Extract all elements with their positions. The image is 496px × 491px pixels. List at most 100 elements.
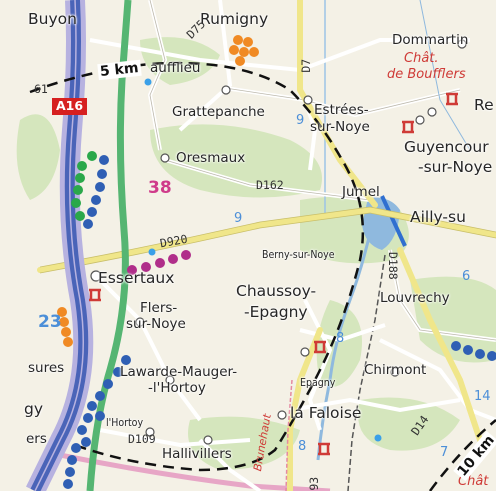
road-number: 9: [296, 113, 305, 128]
purple-dot: [127, 265, 137, 275]
water-point-icon: [148, 248, 156, 256]
green-dot: [87, 151, 97, 161]
orange-dot: [239, 47, 249, 57]
dots-green[interactable]: [71, 151, 97, 221]
dots-orange-top[interactable]: [229, 35, 259, 66]
place-gy: gy: [24, 400, 44, 418]
water-point-icon: [374, 434, 382, 442]
green-dot: [75, 173, 85, 183]
road-number: 14: [474, 389, 491, 404]
brunehaut-road: [285, 379, 293, 491]
road-number: 6: [462, 269, 471, 284]
green-dot: [71, 198, 81, 208]
village-marker: [300, 347, 310, 357]
place-lawarde-1: Lawarde-Mauger-: [120, 364, 238, 380]
blue-dot: [487, 351, 496, 361]
blue-dot: [77, 425, 87, 435]
green-dot: [77, 161, 87, 171]
village-marker: [145, 427, 155, 437]
place-oresmaux: Oresmaux: [176, 150, 246, 166]
place-rumigny: Rumigny: [200, 10, 269, 28]
place-berny: Berny-sur-Noye: [262, 249, 335, 261]
village-marker: [415, 115, 425, 125]
blue-dot: [103, 379, 113, 389]
orange-dot: [57, 307, 67, 317]
lake-border: [380, 195, 407, 247]
blue-dot: [63, 479, 73, 489]
railway: [347, 254, 386, 491]
village-marker: [457, 39, 467, 49]
castle-icon: [89, 288, 101, 302]
village-marker: [135, 317, 145, 327]
place-dommartin: Dommartin: [392, 32, 469, 48]
village-marker: [427, 107, 437, 117]
orange-dot: [63, 337, 73, 347]
route-number-23: 23: [38, 312, 62, 332]
place-flers-1: Flers-: [140, 300, 178, 316]
road-number: 7: [440, 445, 449, 460]
blue-dot: [97, 169, 107, 179]
place-ers: ers: [26, 431, 47, 447]
place-flers-2: sur-Noye: [126, 316, 186, 332]
green-dot: [73, 185, 83, 195]
castle-icon: [314, 340, 326, 354]
minor-roads-outline: [149, 0, 496, 341]
village-marker: [203, 435, 213, 445]
dashed-scale-5km: [29, 61, 365, 472]
place-grattepanche: Grattepanche: [172, 104, 265, 120]
place-louvrechy: Louvrechy: [380, 290, 450, 306]
dots-orange-left[interactable]: [57, 307, 73, 347]
road-d109: D109: [128, 432, 156, 446]
blue-dot: [87, 207, 97, 217]
orange-dot: [59, 317, 69, 327]
village-markers: [90, 39, 467, 445]
road-d7: D7: [299, 58, 314, 73]
place-buyon: Buyon: [28, 10, 77, 28]
orange-dot: [235, 56, 245, 66]
forest-patch: [316, 300, 362, 387]
dots-blue-left[interactable]: [83, 155, 109, 229]
highway-median: [34, 0, 84, 491]
dots-blue-bottom[interactable]: [63, 355, 131, 489]
orange-dot: [61, 327, 71, 337]
castle-icon: [402, 120, 414, 134]
place-fluy: aufflieu: [150, 60, 201, 76]
dots-blue-right[interactable]: [451, 341, 496, 361]
place-ailly: Ailly-su: [410, 208, 466, 226]
blue-dot: [463, 345, 473, 355]
forest-patch: [358, 397, 460, 451]
highway-shield-a16: A16: [52, 98, 88, 115]
orange-dot: [243, 37, 253, 47]
purple-dot: [168, 254, 178, 264]
blue-dot: [71, 443, 81, 453]
place-chaussoy-1: Chaussoy-: [236, 282, 317, 300]
place-estrees-1: Estrées-: [314, 102, 369, 118]
road-d162: D162: [256, 178, 284, 192]
village-marker: [390, 367, 400, 377]
road-d93: 93: [307, 476, 322, 491]
place-guyencourt-2: -sur-Noye: [418, 158, 493, 176]
village-marker: [303, 95, 313, 105]
blue-dot: [475, 349, 485, 359]
place-epagny: Epagny: [300, 377, 336, 389]
blue-dot: [95, 391, 105, 401]
green-route: [86, 0, 132, 491]
place-chaussoy-2: -Epagny: [244, 303, 308, 321]
place-lafaloise: la Faloise: [290, 404, 362, 422]
blue-dot: [99, 155, 109, 165]
water-point-icon: [144, 78, 152, 86]
dots-purple[interactable]: [127, 250, 191, 275]
pink-line: [59, 452, 331, 491]
place-jumel: Jumel: [342, 184, 380, 200]
blue-dot: [67, 455, 77, 465]
road-left61: 61: [34, 82, 48, 96]
place-sures: sures: [28, 360, 65, 376]
village-marker: [221, 85, 231, 95]
road-number: 8: [336, 331, 345, 346]
blue-dot: [87, 401, 97, 411]
place-estrees-2: sur-Noye: [310, 119, 370, 135]
orange-dot: [233, 35, 243, 45]
village-marker: [160, 153, 170, 163]
